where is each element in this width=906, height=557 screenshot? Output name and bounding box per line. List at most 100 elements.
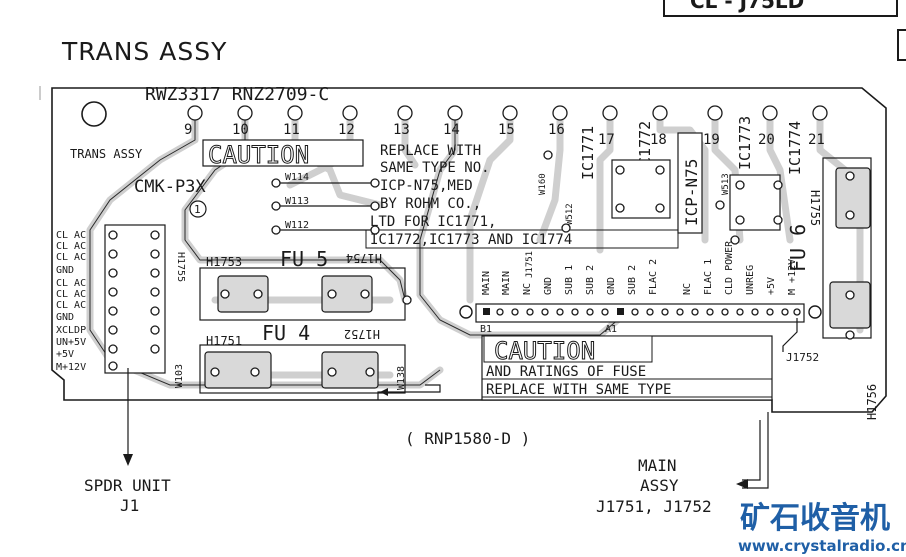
caution-top-line: ICP-N75,MED	[380, 178, 473, 194]
wire-label: W112	[285, 220, 309, 231]
pin-number: 17	[598, 132, 615, 148]
small-wire-label: W512	[565, 203, 575, 225]
w138-label: W138	[396, 366, 407, 390]
spdr-line2: J1	[120, 496, 139, 515]
fu4-label: FU 4	[262, 321, 310, 345]
jumper-wires	[271, 178, 380, 235]
bottom-wire-arrow	[380, 388, 388, 396]
board-label: TRANS ASSY	[70, 147, 143, 161]
main-connector	[475, 303, 805, 323]
header-box	[663, 0, 898, 17]
top-pin-numbers: 9 10 11 12 13 14 15 16 17 18 19 20 21	[184, 122, 825, 148]
caution-top-line: REPLACE WITH	[380, 143, 481, 159]
left-pin-label: CL AC	[56, 300, 86, 311]
connector-pin-label: MAIN	[501, 271, 512, 295]
small-wire-label: W160	[538, 173, 548, 195]
ic-label: IC1774	[786, 121, 804, 175]
fu4-frame	[199, 344, 406, 394]
wire-label: W114	[285, 172, 309, 183]
h1755-left: H1755	[175, 252, 186, 282]
pin-number: 21	[808, 132, 825, 148]
connector-pin-label: NC	[682, 283, 693, 295]
caution-top-ic-box	[365, 229, 679, 249]
left-pin-label: M+12V	[56, 362, 86, 373]
connector-pin-label: FLAC 1	[703, 259, 714, 295]
j1751-label: J1751	[525, 251, 535, 278]
fu6-clip-top	[835, 167, 871, 229]
pin-number: 13	[393, 122, 410, 138]
caution-bottom-line: AND RATINGS OF FUSE	[486, 364, 646, 380]
fu4-h1751: H1751	[206, 334, 242, 348]
connector-pin-label: SUB 1	[564, 265, 575, 295]
connector-pin-label: CLD POWER	[724, 240, 735, 295]
connector-pins	[483, 308, 801, 316]
left-pin-label: CL AC	[56, 241, 86, 252]
j1752-lead	[782, 318, 798, 352]
watermark-url: www.crystalradio.cn	[738, 537, 906, 555]
bottom-wire	[377, 384, 441, 400]
pin-number: 12	[338, 122, 355, 138]
pin-number: 15	[498, 122, 515, 138]
caution-top-title: CAUTION	[208, 141, 309, 169]
connector-pin-labels: MAIN MAIN NC GND SUB 1 SUB 2 GND SUB 2 F…	[481, 240, 798, 295]
connector-pin-label: SUB 2	[585, 265, 596, 295]
a1-label: A1	[605, 324, 617, 335]
main-assy-line2: ASSY	[640, 476, 679, 495]
left-pin-label: UN+5V	[56, 337, 86, 348]
mounting-hole	[81, 101, 107, 127]
left-pin-label: CL AC	[56, 230, 86, 241]
caution-top-line: LTD FOR IC1771,	[370, 214, 496, 230]
part-numbers: RWZ3317 RNZ2709-C	[145, 84, 329, 105]
fu5-clip-left	[217, 275, 269, 313]
fu5-h1754: H1754	[346, 251, 382, 265]
caution-top-text: REPLACE WITH SAME TYPE NO. ICP-N75,MED B…	[370, 143, 572, 248]
w103-label: W103	[174, 364, 185, 388]
caution-top-line: SAME TYPE NO.	[380, 160, 490, 176]
fu5-h1753: H1753	[206, 255, 242, 269]
pin-number: 10	[232, 122, 249, 138]
main-assy-lead-a	[742, 420, 761, 481]
connector-pin-label: MAIN	[481, 271, 492, 295]
fu5-clip-right	[321, 275, 373, 313]
main-assy-line1: MAIN	[638, 456, 677, 475]
caution-bottom-line: REPLACE WITH SAME TYPE	[486, 382, 671, 398]
fu5-label: FU 5	[280, 247, 328, 271]
connector-pin-label: M +12V	[787, 259, 798, 295]
b1-label: B1	[480, 324, 492, 335]
caution-bottom-line-box	[481, 378, 773, 398]
small-wire-label: W513	[721, 173, 731, 195]
rnp-label: ( RNP1580-D )	[405, 429, 530, 448]
h1756-label: H1756	[865, 384, 879, 420]
connector-pin-label: UNREG	[745, 265, 756, 295]
ic-label: IC1773	[736, 116, 754, 170]
fu4-clip-left	[204, 351, 272, 389]
spdr-line1: SPDR UNIT	[84, 476, 171, 495]
caution-top-frame	[202, 139, 364, 167]
pin-number: 14	[443, 122, 460, 138]
watermark-text: 矿石收音机	[740, 501, 890, 536]
wire-label: W113	[285, 196, 309, 207]
pin-number: 16	[548, 122, 565, 138]
left-pin-label: +5V	[56, 349, 74, 360]
main-assy-line3: J1751, J1752	[596, 497, 712, 516]
spdr-arrow	[123, 454, 133, 466]
fu5-frame	[199, 267, 406, 321]
left-pin-labels: CL AC CL AC CL AC GND CL AC CL AC CL AC …	[56, 230, 86, 373]
connector-hole-left	[459, 305, 473, 319]
j1752-label: J1752	[786, 351, 819, 364]
ic-label: IC1771	[579, 126, 597, 180]
pin-number: 20	[758, 132, 775, 148]
pin-number: 11	[283, 122, 300, 138]
connector-pin-label: +5V	[766, 277, 777, 295]
edge-mark	[897, 29, 906, 61]
connector-hole-right	[808, 305, 822, 319]
connector-pin-label: NC	[522, 283, 533, 295]
icp-box	[677, 132, 703, 234]
header-box-text: CL - J75LD	[690, 0, 804, 13]
top-pads	[187, 105, 828, 121]
h1755-right: H1755	[808, 190, 822, 226]
circle-mark-text: 1	[194, 203, 201, 216]
left-pin-label: CL AC	[56, 252, 86, 263]
caution-bottom-title: CAUTION	[494, 337, 595, 365]
